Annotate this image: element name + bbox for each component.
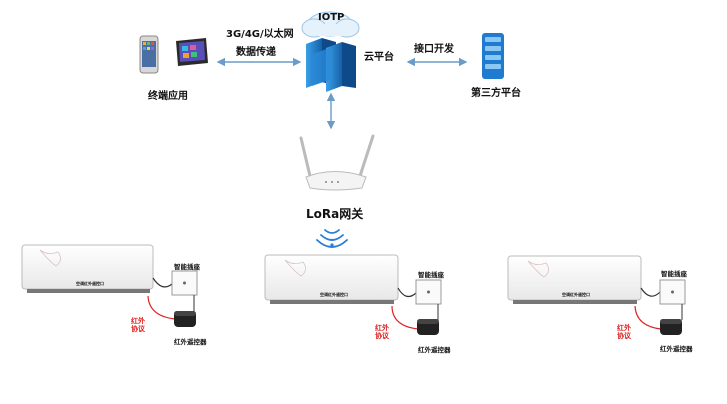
- ac-panel-text-3: 空调红外遥控口: [562, 292, 590, 297]
- ac-unit-2: [264, 254, 399, 304]
- third-party-server-icon: [482, 33, 504, 79]
- ir-remote-2: [417, 319, 439, 335]
- remote-label-2: 红外遥控器: [418, 346, 451, 354]
- protocol-label-2: 红外协议: [375, 324, 389, 340]
- wireless-signal-icon: [316, 229, 348, 248]
- protocol-line-2: [391, 305, 419, 330]
- gateway-label: LoRa网关: [306, 207, 364, 221]
- ac-panel-text-2: 空调红外遥控口: [320, 292, 348, 297]
- api-label: 接口开发: [414, 44, 454, 55]
- remote-label-1: 红外遥控器: [174, 338, 207, 346]
- remote-label-3: 红外遥控器: [660, 345, 693, 353]
- lora-gateway-icon: [299, 134, 375, 191]
- socket-cable-3: [640, 287, 661, 297]
- protocol-line-3: [634, 305, 662, 330]
- cloud-icon: [301, 11, 360, 38]
- ac-panel-text-1: 空调红外遥控口: [76, 281, 104, 286]
- socket-cable-1: [152, 277, 173, 288]
- third-party-label: 第三方平台: [471, 88, 521, 99]
- protocol-label-3: 红外协议: [617, 324, 631, 340]
- transfer-label: 数据传递: [236, 47, 276, 58]
- ac-unit-1: [21, 244, 154, 293]
- socket-cable-2: [397, 287, 417, 298]
- smart-socket-1: [171, 270, 198, 296]
- ir-remote-1: [174, 311, 196, 327]
- smart-socket-3: [659, 279, 686, 305]
- smart-socket-2: [415, 279, 442, 305]
- socket-label-2: 智能插座: [418, 271, 444, 279]
- network-label: 3G/4G/以太网: [226, 29, 294, 40]
- ir-remote-3: [660, 319, 682, 335]
- iotp-label: IOTP: [318, 12, 345, 23]
- cloud-server-icon: [306, 38, 356, 92]
- protocol-label-1: 红外协议: [131, 317, 145, 333]
- protocol-line-1: [147, 295, 176, 320]
- terminal-app-label: 终端应用: [148, 91, 188, 102]
- socket-label-1: 智能插座: [174, 263, 200, 271]
- tablet-icon: [176, 38, 208, 66]
- ac-unit-3: [507, 255, 642, 304]
- socket-label-3: 智能插座: [661, 270, 687, 278]
- cloud-platform-label: 云平台: [364, 52, 394, 63]
- phone-icon: [139, 35, 159, 74]
